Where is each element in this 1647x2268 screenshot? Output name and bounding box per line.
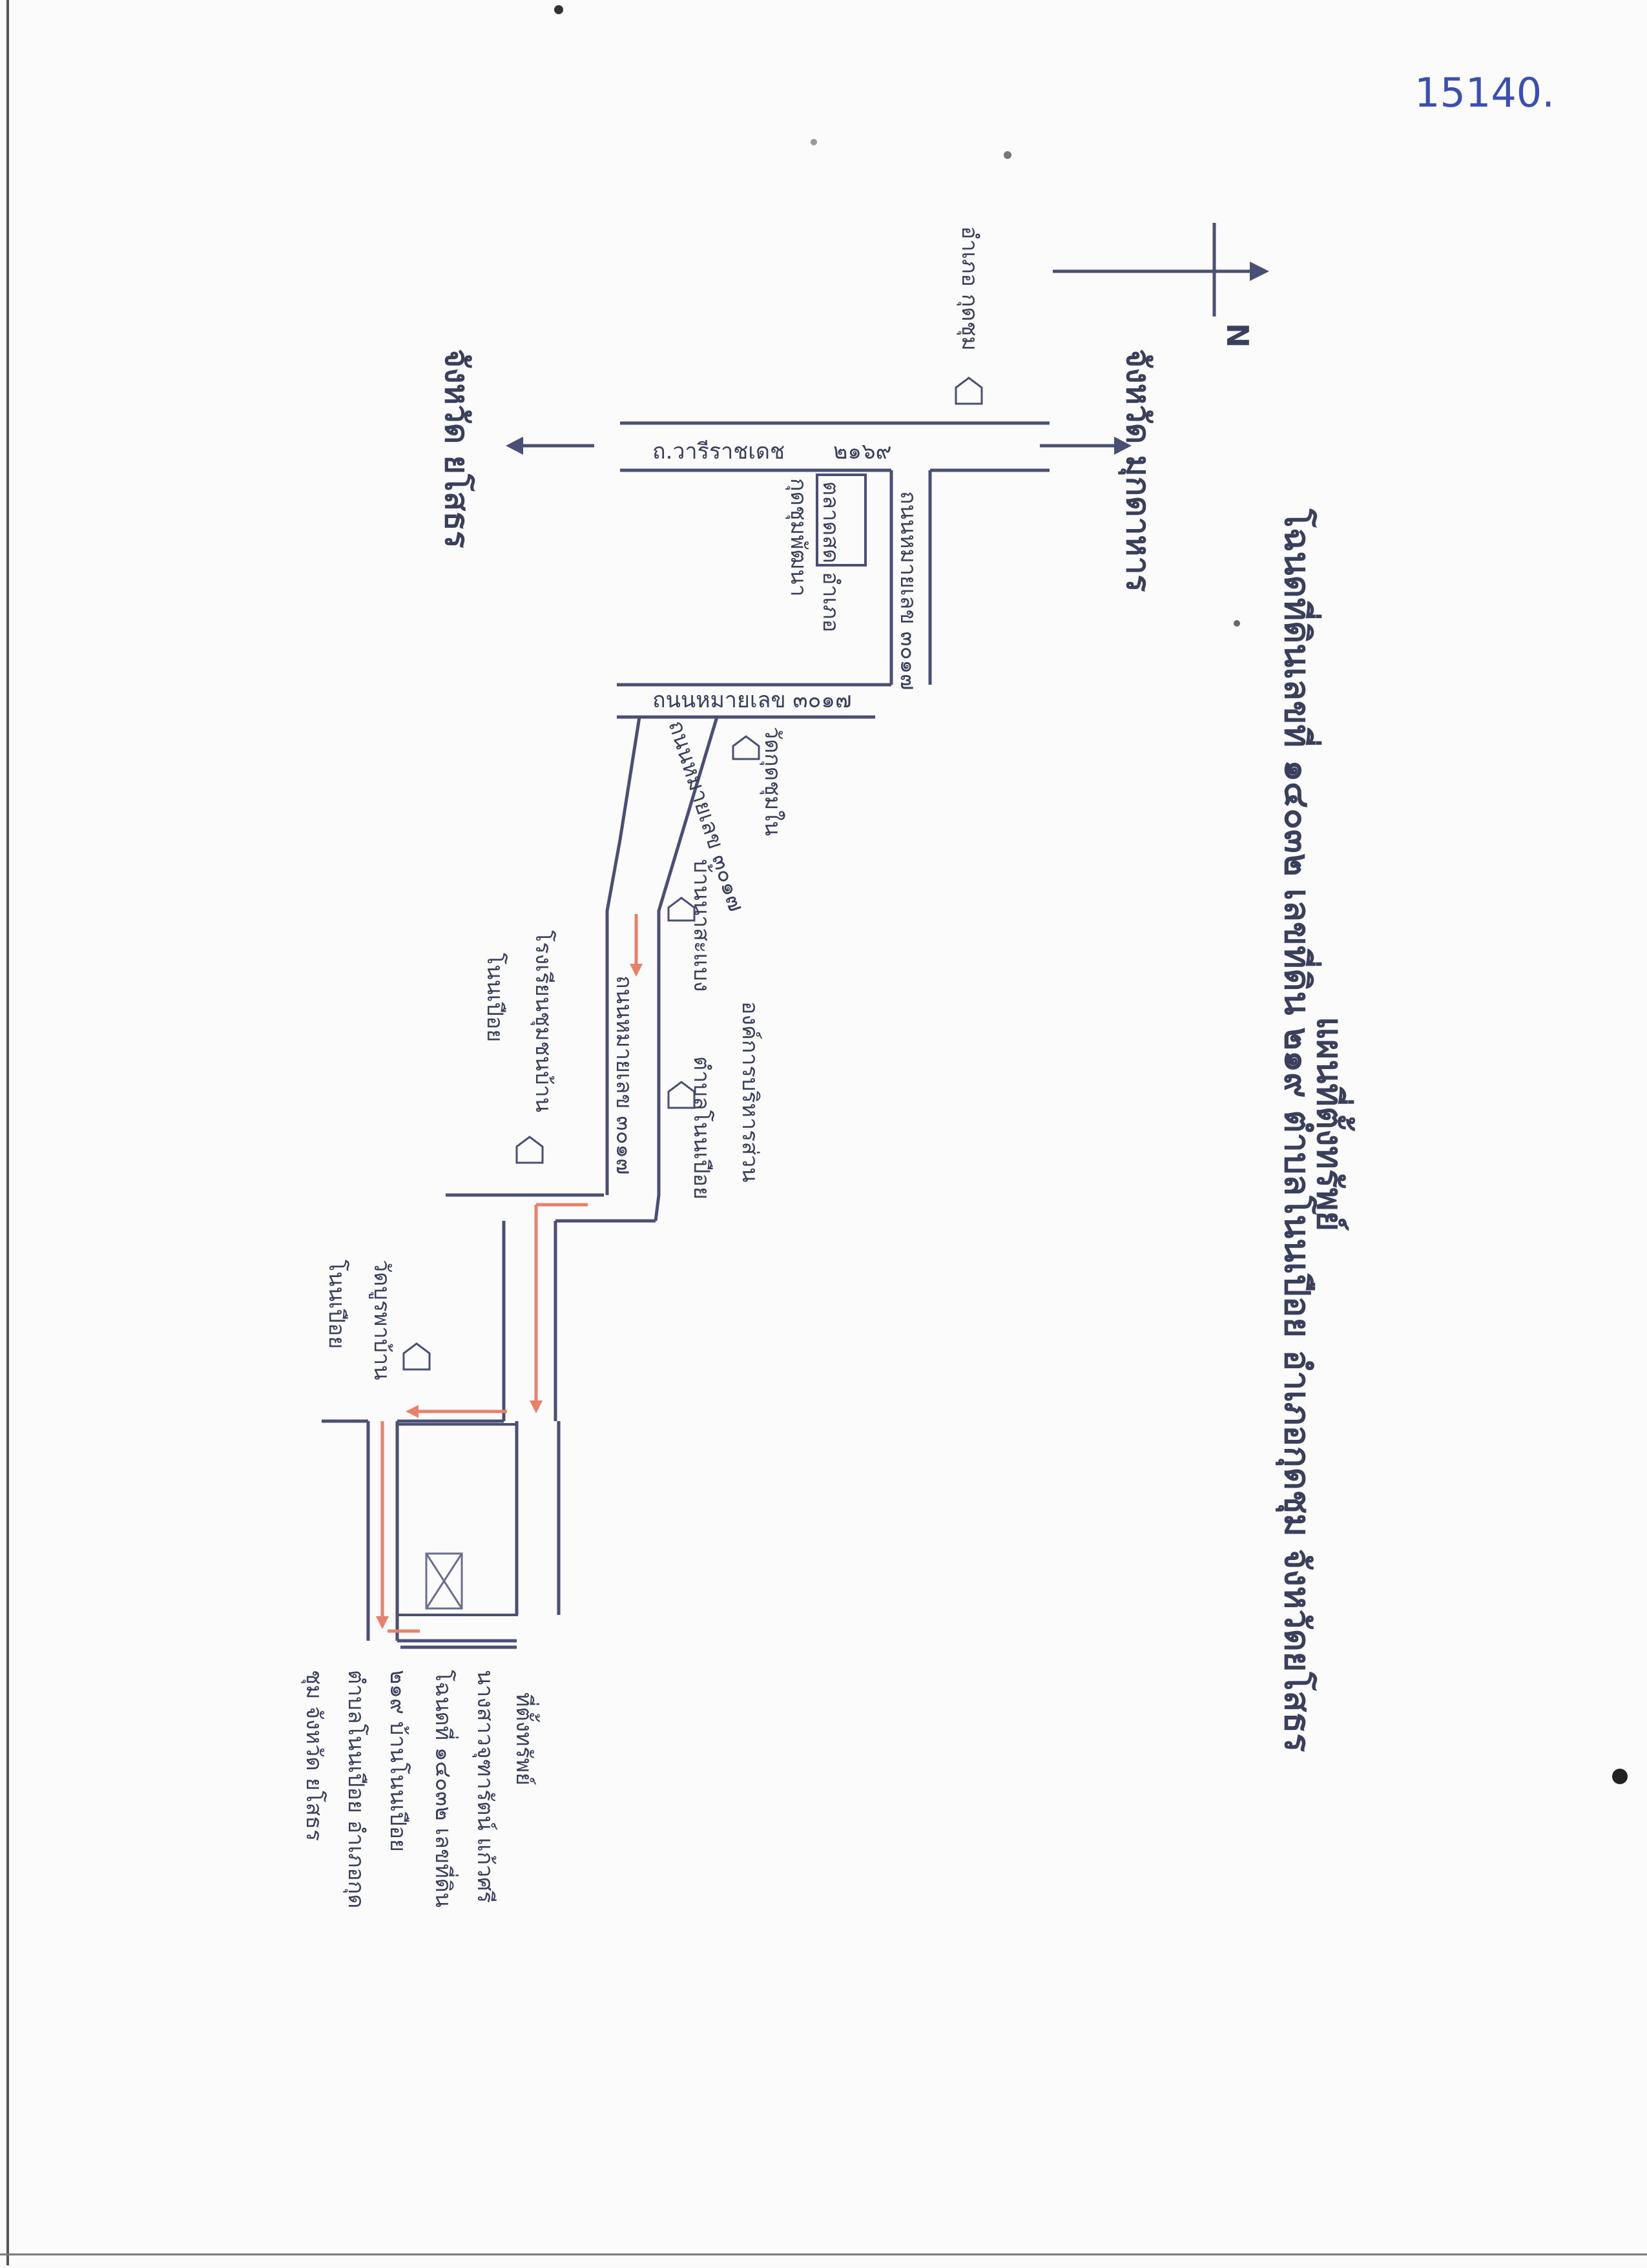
ban-nasaeng-label: บ้านนาสะแบง	[689, 859, 714, 992]
title-block: แผนที่ตั้งทรัพย์	[1309, 1017, 1355, 1231]
property-note-line-4: ๒๑๙ บ้านโนนเปือย	[385, 1670, 411, 1852]
landmark-temple-kudchum: วัดกุดชุมใน	[732, 727, 785, 836]
province-mukdahan: จังหวัด มุกดาหาร	[1118, 349, 1157, 592]
arrow-yasothon	[506, 437, 594, 455]
property-plot	[396, 1423, 518, 1616]
temple-burapha-label-1: วัดบูรพาบ้าน	[369, 1260, 395, 1380]
temple-kudchum-label: วัดกุดชุมใน	[760, 727, 785, 836]
arrow-mukdahan	[1040, 437, 1132, 455]
road-2169-number: ๒๑๖๙	[833, 439, 891, 464]
map-title: แผนที่ตั้งทรัพย์	[1309, 1017, 1355, 1231]
property-note: ที่ตั้งทรัพย์ นางสาวจุฑารัตน์ แก้วศรี โฉ…	[301, 1670, 540, 1908]
scan-specks	[554, 5, 1628, 1784]
property-note-line-5: ตำบลโนนเปือย อำเภอกุด	[343, 1670, 369, 1908]
file-number: 15140.	[1414, 69, 1555, 116]
market-label-1: ตลาดสด	[818, 481, 844, 563]
road-3017-vertical-label: ถนนหมายเลข ๓๐๑๗	[895, 491, 921, 691]
temple-burapha-label-2: โนนเปือย	[324, 1260, 349, 1349]
province-yasothon: จังหวัด ยโสธร	[438, 349, 476, 548]
road-3017-lower-label: ถนนหมายเลข ๓๐๑๗	[611, 975, 637, 1175]
road-3017-horizontal-label: ถนนหมายเลข ๓๐๑๗	[652, 687, 852, 713]
map-subtitle: โฉนดที่ดินเลขที่ ๑๔๐๓๒ เลขที่ดิน ๒๑๙ ตำบ…	[1275, 508, 1322, 1753]
district-office-label: อำเภอ กุดชุม	[957, 226, 982, 351]
road-3017-diagonal	[654, 716, 719, 1222]
property-note-line-6: ชุม จังหวัด ยโสธร	[301, 1670, 327, 1841]
landmark-ban-nasaeng: บ้านนาสะแบง	[667, 859, 714, 992]
road-2169	[620, 421, 1050, 472]
route-path	[376, 914, 643, 1633]
north-arrow: N	[1053, 223, 1269, 348]
subtitle-block: โฉนดที่ดินเลขที่ ๑๔๐๓๒ เลขที่ดิน ๒๑๙ ตำบ…	[1275, 508, 1322, 1753]
landmark-market: ตลาดสด อำเภอ กุดชุมพัฒนา	[785, 473, 867, 632]
tao-label-1: องค์การบริหารส่วน	[737, 1001, 763, 1182]
road-3017-vertical	[889, 470, 932, 685]
landmark-tao-office: องค์การบริหารส่วน ตำบลโนนเปือย	[667, 1001, 763, 1200]
school-label-2: โนนเปือย	[482, 953, 508, 1042]
property-note-line-3: โฉนดที่ ๑๔๐๓๒ เลขที่ดิน	[430, 1670, 459, 1908]
tao-label-2: ตำบลโนนเปือย	[689, 1056, 714, 1200]
landmark-school: โรงเรียนชุมชนบ้าน โนนเปือย	[482, 930, 556, 1164]
market-label-2: อำเภอ	[818, 572, 844, 632]
north-label: N	[1220, 323, 1255, 348]
property-note-line-2: นางสาวจุฑารัตน์ แก้วศรี	[472, 1670, 498, 1903]
landmark-district-office: อำเภอ กุดชุม	[955, 226, 983, 405]
market-label-3: กุดชุมพัฒนา	[785, 478, 811, 597]
road-2169-name: ถ.วารีราชเดช	[652, 439, 785, 464]
school-label-1: โรงเรียนชุมชนบ้าน	[530, 930, 556, 1112]
property-note-line-1: ที่ตั้งทรัพย์	[511, 1692, 540, 1785]
landmark-temple-burapha: วัดบูรพาบ้าน โนนเปือย	[324, 1260, 431, 1380]
road-3017-horizontal	[617, 683, 891, 719]
road-diagonal-left	[605, 716, 641, 1195]
